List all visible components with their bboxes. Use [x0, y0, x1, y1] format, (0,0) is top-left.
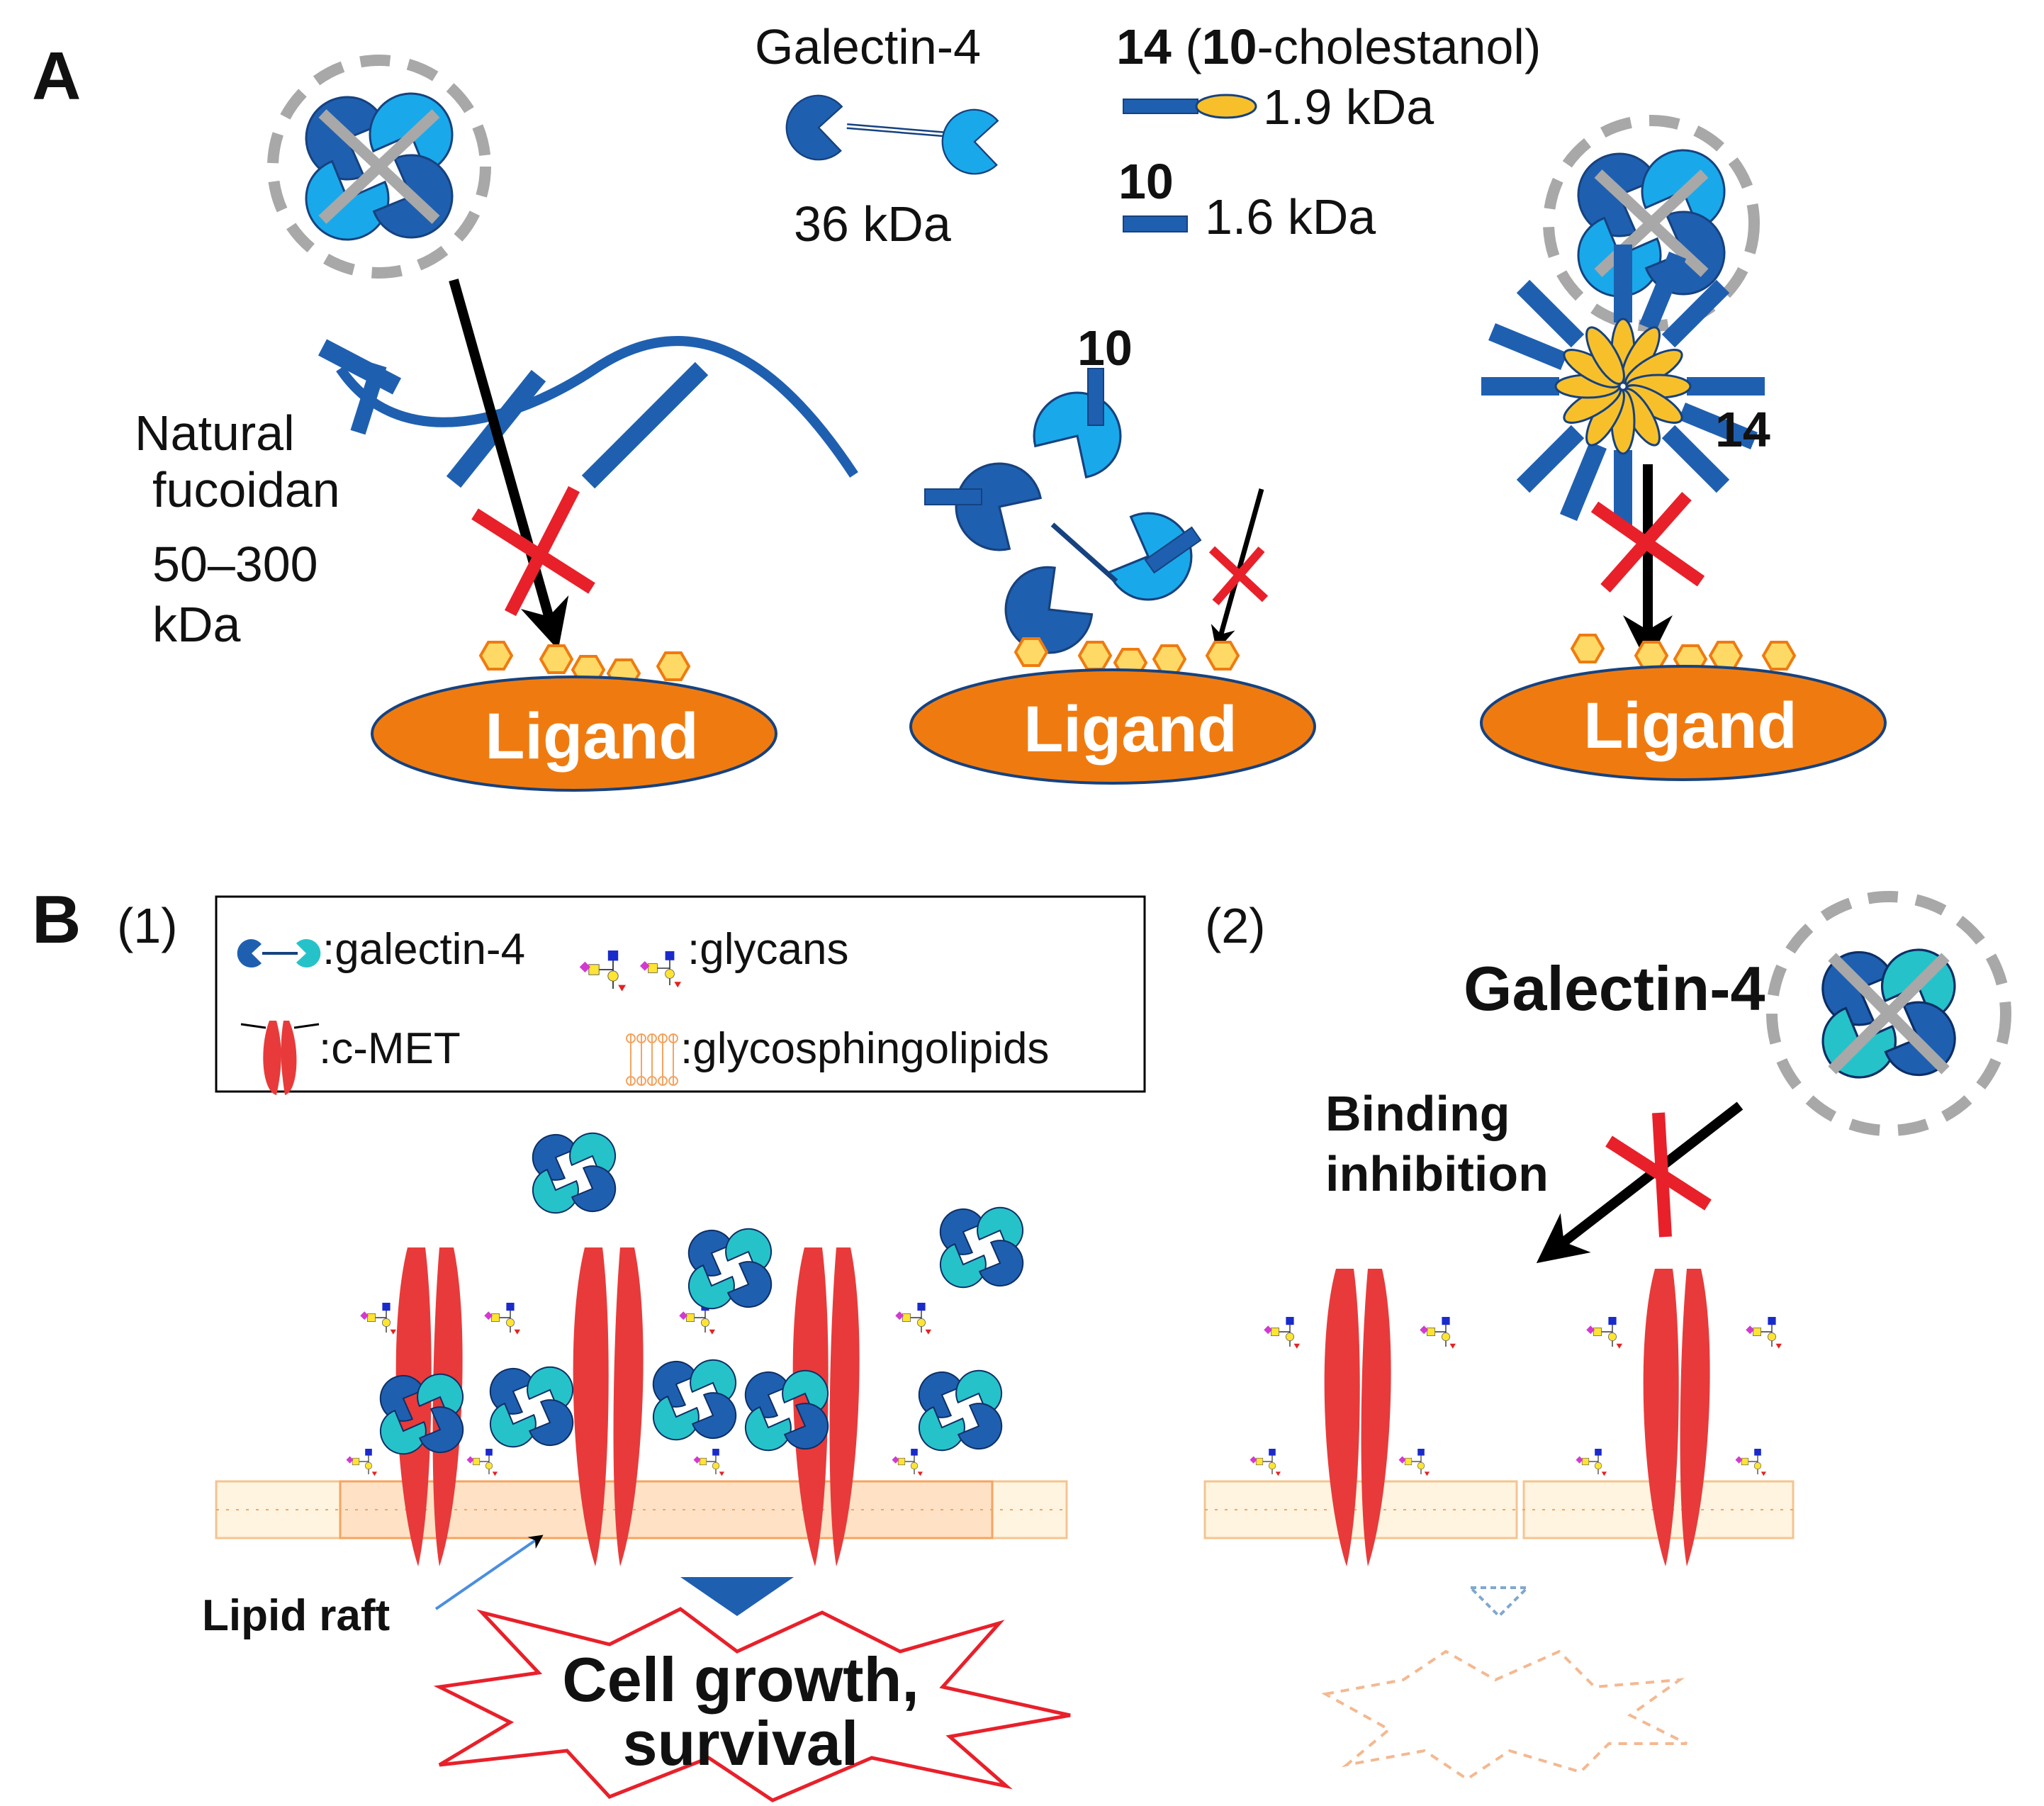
cell-growth-line2: survival — [623, 1708, 859, 1778]
legend-galectin-mass: 36 kDa — [794, 196, 951, 252]
legend-galectin-icon — [237, 938, 321, 968]
lipid-raft-label: Lipid raft — [202, 1591, 390, 1640]
galectin-title-b2: Galectin-4 — [1464, 953, 1765, 1023]
lipid-raft-pointer — [434, 1535, 544, 1610]
arrow-b2 — [1536, 1101, 1743, 1264]
compound-10-icon — [1123, 215, 1188, 232]
panel-b-legend-box — [215, 895, 1146, 1093]
legend-gsl-icon — [626, 1033, 678, 1086]
cell-growth-line1: Cell growth, — [562, 1644, 919, 1715]
legend-galectin-title: Galectin-4 — [755, 19, 981, 74]
panel-b-sub2: (2) — [1205, 898, 1266, 953]
compound-14-icon — [1123, 94, 1257, 119]
down-arrow-b1 — [680, 1577, 794, 1616]
panel-b-label: B — [32, 882, 81, 958]
fucoidan-chain — [318, 336, 858, 489]
faded-burst-b2 — [1321, 1649, 1688, 1781]
galectin-tetramers-b1 — [373, 1126, 1031, 1462]
legend-c14-paren: ( — [1172, 19, 1202, 74]
down-arrow-b2 — [1467, 1586, 1531, 1618]
ligand-a1 — [371, 641, 777, 792]
legend-c14-base: 10 — [1202, 19, 1257, 74]
panel-b-sub1: (1) — [117, 898, 178, 953]
legend-gsl-text: :glycosphingolipids — [680, 1024, 1049, 1073]
inhibit-cross-a3 — [1590, 492, 1705, 593]
fucoidan-label-2: fucoidan — [152, 462, 340, 517]
galectin-dimer-icon — [785, 94, 999, 175]
galectin-tetramer-b2 — [1766, 891, 2011, 1136]
legend-c10-mass: 1.6 kDa — [1205, 189, 1376, 245]
ligand-a2 — [909, 637, 1316, 785]
cmet-receptors-b1 — [395, 1247, 860, 1566]
binding-inhibition-line1: Binding — [1325, 1086, 1510, 1141]
fucoidan-label-3: 50–300 — [152, 537, 318, 592]
legend-cmet-icon — [240, 1021, 320, 1095]
arrow-a2 — [1211, 488, 1264, 651]
ligand-label-a3: Ligand — [1583, 690, 1797, 762]
compound-14-label: 14 — [1715, 402, 1770, 457]
legend-cmet-text: :c-MET — [319, 1024, 461, 1073]
legend-galectin-text: :galectin-4 — [322, 925, 525, 974]
membrane-b1 — [215, 1480, 1068, 1539]
compound-14-micelle — [1481, 245, 1765, 528]
legend-glycans-text: :glycans — [687, 925, 848, 974]
binding-inhibition-line2: inhibition — [1325, 1146, 1549, 1201]
legend-c14-mass: 1.9 kDa — [1263, 79, 1434, 135]
inhibit-cross-a1 — [471, 486, 595, 617]
galectin-tetramer-a2 — [924, 368, 1205, 672]
ligand-a3 — [1480, 634, 1887, 781]
panel-a-label: A — [32, 38, 81, 114]
fucoidan-label-1: Natural — [135, 405, 295, 461]
galectin-tetramer-a1 — [267, 55, 491, 279]
ligand-label-a2: Ligand — [1023, 693, 1237, 765]
compound-10-label: 10 — [1077, 320, 1133, 376]
inhibit-cross-a2 — [1208, 546, 1269, 605]
cell-growth-burst — [433, 1607, 1071, 1802]
legend-c10-number: 10 — [1118, 154, 1174, 209]
ligand-label-a1: Ligand — [485, 700, 699, 773]
inhibit-cross-b2 — [1605, 1112, 1712, 1238]
legend-c14-suffix: -cholestanol) — [1257, 19, 1542, 74]
membrane-b2 — [1203, 1480, 1795, 1539]
legend-c14-number: 14 — [1116, 19, 1172, 74]
cmet-receptors-b2 — [1324, 1269, 1710, 1566]
legend-c14-title: 14 (10-cholestanol) — [1116, 19, 1541, 74]
fucoidan-label-4: kDa — [152, 597, 241, 652]
